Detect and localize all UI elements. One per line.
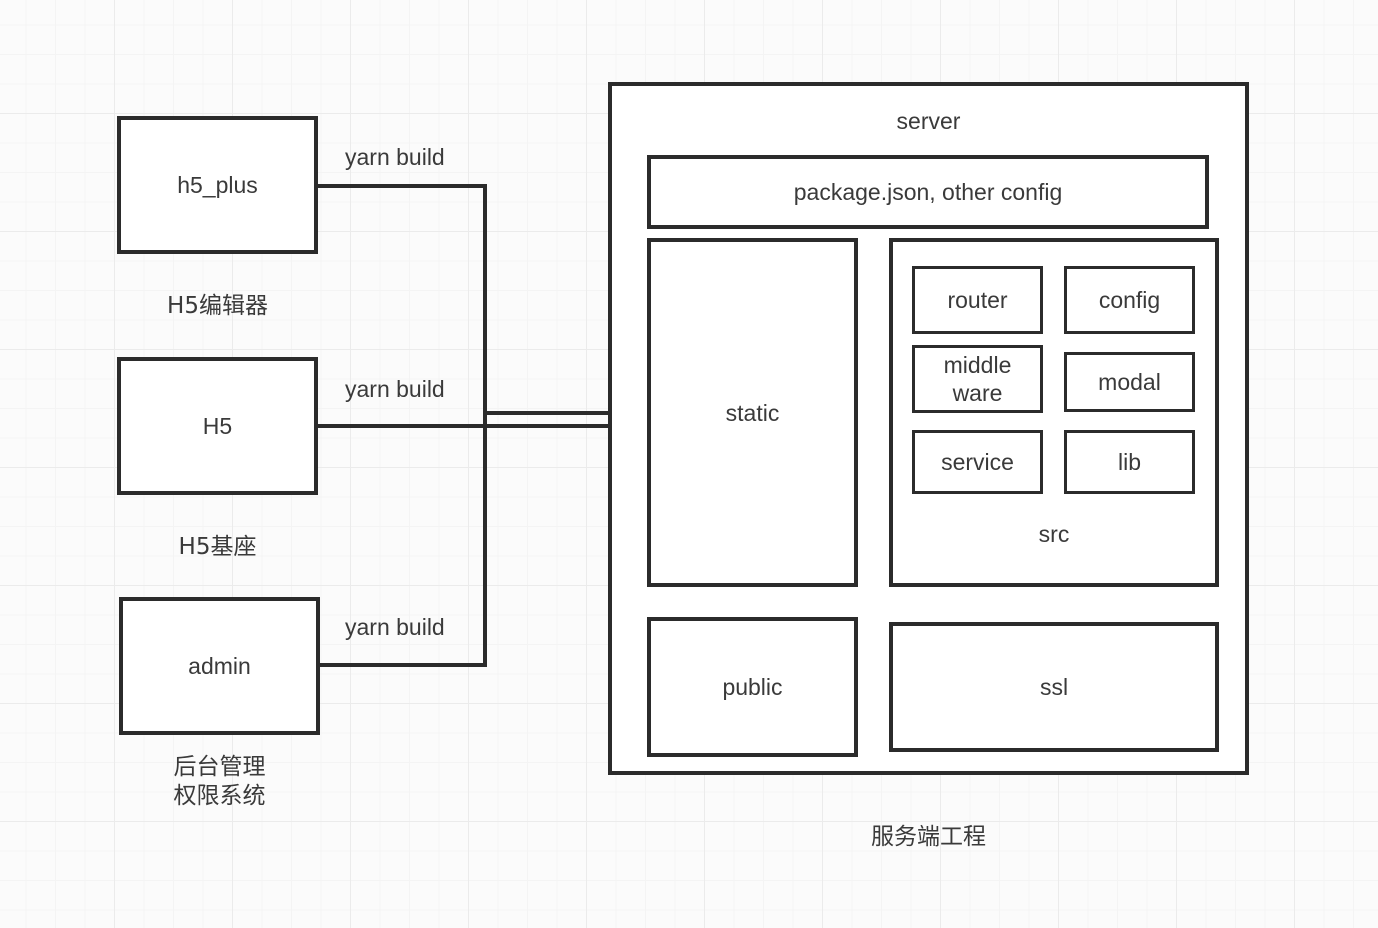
edge-label-h5-plus: yarn build	[345, 144, 445, 170]
node-src-middleware[interactable]: middle ware	[912, 345, 1043, 413]
node-src-config[interactable]: config	[1064, 266, 1195, 334]
node-ssl-label: ssl	[1039, 673, 1069, 700]
node-src-modal[interactable]: modal	[1064, 352, 1195, 412]
node-static[interactable]: static	[647, 238, 858, 587]
node-static-label: static	[725, 399, 780, 426]
edge-admin-to-static	[320, 413, 487, 667]
node-server-container[interactable]: server package.json, other config static…	[608, 82, 1249, 775]
edge-label-h5: yarn build	[345, 376, 445, 402]
node-admin[interactable]: admin	[119, 597, 320, 735]
node-h5[interactable]: H5	[117, 357, 318, 495]
node-src-router[interactable]: router	[912, 266, 1043, 334]
caption-admin: 后台管理 权限系统	[173, 754, 266, 810]
node-src-router-label: router	[947, 286, 1008, 313]
node-package-config[interactable]: package.json, other config	[647, 155, 1209, 229]
node-src-lib-label: lib	[1117, 448, 1141, 475]
caption-h5-plus: H5编辑器	[167, 293, 268, 319]
node-src-config-label: config	[1098, 286, 1161, 313]
node-src-middleware-label: middle ware	[943, 351, 1012, 406]
node-public[interactable]: public	[647, 617, 858, 757]
node-src-container[interactable]: router config middle ware modal service …	[889, 238, 1219, 587]
edge-h5plus-to-static	[318, 184, 632, 415]
node-src-service-label: service	[941, 448, 1014, 475]
node-src-service[interactable]: service	[912, 430, 1043, 494]
node-src-lib[interactable]: lib	[1064, 430, 1195, 494]
src-title: src	[1038, 521, 1070, 547]
node-h5-plus[interactable]: h5_plus	[117, 116, 318, 254]
node-package-config-label: package.json, other config	[793, 178, 1063, 205]
node-src-modal-label: modal	[1098, 368, 1161, 395]
caption-h5: H5基座	[178, 534, 257, 560]
node-ssl[interactable]: ssl	[889, 622, 1219, 752]
node-h5-plus-label: h5_plus	[177, 171, 258, 198]
node-h5-label: H5	[202, 412, 233, 439]
node-public-label: public	[722, 673, 783, 700]
caption-server: 服务端工程	[871, 824, 986, 850]
node-admin-label: admin	[188, 652, 251, 679]
edge-label-admin: yarn build	[345, 614, 445, 640]
server-title: server	[896, 108, 961, 134]
